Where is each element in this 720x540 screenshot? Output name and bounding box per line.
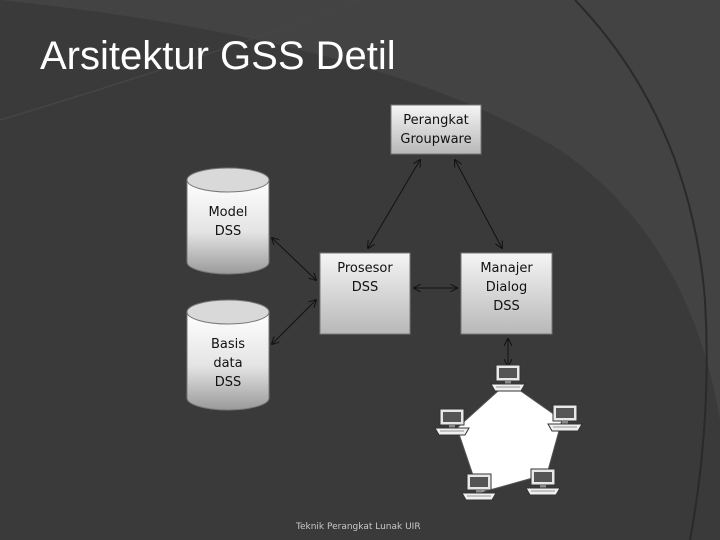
groupware-line1: Perangkat (403, 112, 469, 128)
manajer-box-shape (460, 252, 553, 335)
prosesor-line2: DSS (351, 280, 379, 295)
model-dss-label: Model DSS (187, 203, 269, 241)
model-dss-cylinder (186, 167, 270, 275)
prosesor-dss-box: Prosesor DSS (320, 253, 410, 321)
computer-icon (547, 404, 583, 432)
computer-icon (490, 364, 526, 392)
manajer-line3: DSS (493, 299, 520, 314)
groupware-box-shape (390, 104, 482, 155)
basis-line3: DSS (214, 375, 242, 390)
background-arc (0, 0, 720, 420)
basis-data-cylinder (186, 299, 270, 411)
manajer-dialog-dss-box: Manajer Dialog DSS (461, 253, 552, 334)
slide-footer: Teknik Perangkat Lunak UIR (296, 522, 421, 532)
groupware-box: Perangkat Groupware (391, 105, 481, 154)
manajer-line2: Dialog (485, 280, 528, 295)
groupware-line2: Groupware (400, 131, 472, 147)
computer-icon (525, 468, 561, 496)
computer-icon (434, 408, 470, 436)
prosesor-line1: Prosesor (337, 261, 393, 276)
basis-line1: Basis (210, 337, 246, 352)
manajer-line1: Manajer (480, 261, 533, 276)
prosesor-box-shape (319, 252, 411, 335)
background-arc-line-2 (0, 0, 361, 121)
arrow-model-prosesor (272, 238, 316, 280)
computer-icon (461, 473, 497, 501)
model-line1: Model (208, 205, 248, 220)
model-line2: DSS (214, 224, 242, 239)
arrow-basis-prosesor (272, 300, 316, 344)
arrow-groupware-prosesor (368, 160, 420, 248)
basis-line2: data (213, 356, 243, 371)
background-arc-line (574, 0, 708, 540)
basis-data-dss-label: Basis data DSS (187, 335, 269, 392)
arrow-groupware-manajer (455, 160, 502, 248)
slide-title: Arsitektur GSS Detil (40, 34, 396, 78)
